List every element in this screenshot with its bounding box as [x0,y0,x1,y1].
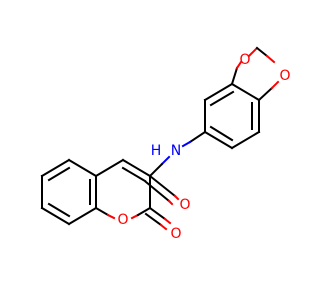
dioxole-ring [230,46,280,102]
carbonyl-oxygen: O [179,197,190,213]
dioxole-oxygen-top: O [239,52,250,68]
molecule-canvas: O O N H O O O [40,46,291,242]
bond [148,174,177,198]
bond [203,130,234,150]
bond [67,206,98,226]
lactone-oxygen: O [170,226,181,242]
coumarin-core [40,158,172,231]
bond [167,199,174,206]
bond [209,125,234,142]
bond [159,223,168,231]
bond [230,82,261,102]
bond [188,130,207,144]
bond [136,206,152,217]
amide-linker [144,130,207,206]
bond [173,194,180,201]
ring-oxygen: O [117,212,128,228]
bond [94,206,110,217]
bond [270,80,280,90]
bond [106,213,116,220]
dioxole-oxygen-right: O [279,68,290,84]
amide-nitrogen: N [171,143,181,159]
bond [67,158,98,178]
bond [121,166,147,183]
bond [148,162,164,178]
bond [247,46,259,58]
bond [130,213,140,220]
bond [235,60,243,70]
bond [148,206,167,221]
bond [230,130,261,150]
bond [181,140,192,148]
bond [203,82,234,102]
bond [230,66,239,86]
bond [144,212,163,227]
bond [209,90,235,107]
bond [265,54,276,64]
bond [255,46,269,58]
bond [40,158,71,178]
bond [257,86,274,102]
bond [40,206,71,226]
bond [47,202,71,218]
bond [160,155,171,166]
bond [94,158,125,178]
bond [163,217,172,225]
bond [47,166,71,182]
amide-hydrogen: H [151,143,162,159]
molecule-structure: O O N H O O O [40,46,291,242]
benzodioxole-ring [203,82,261,150]
bond [121,158,152,178]
